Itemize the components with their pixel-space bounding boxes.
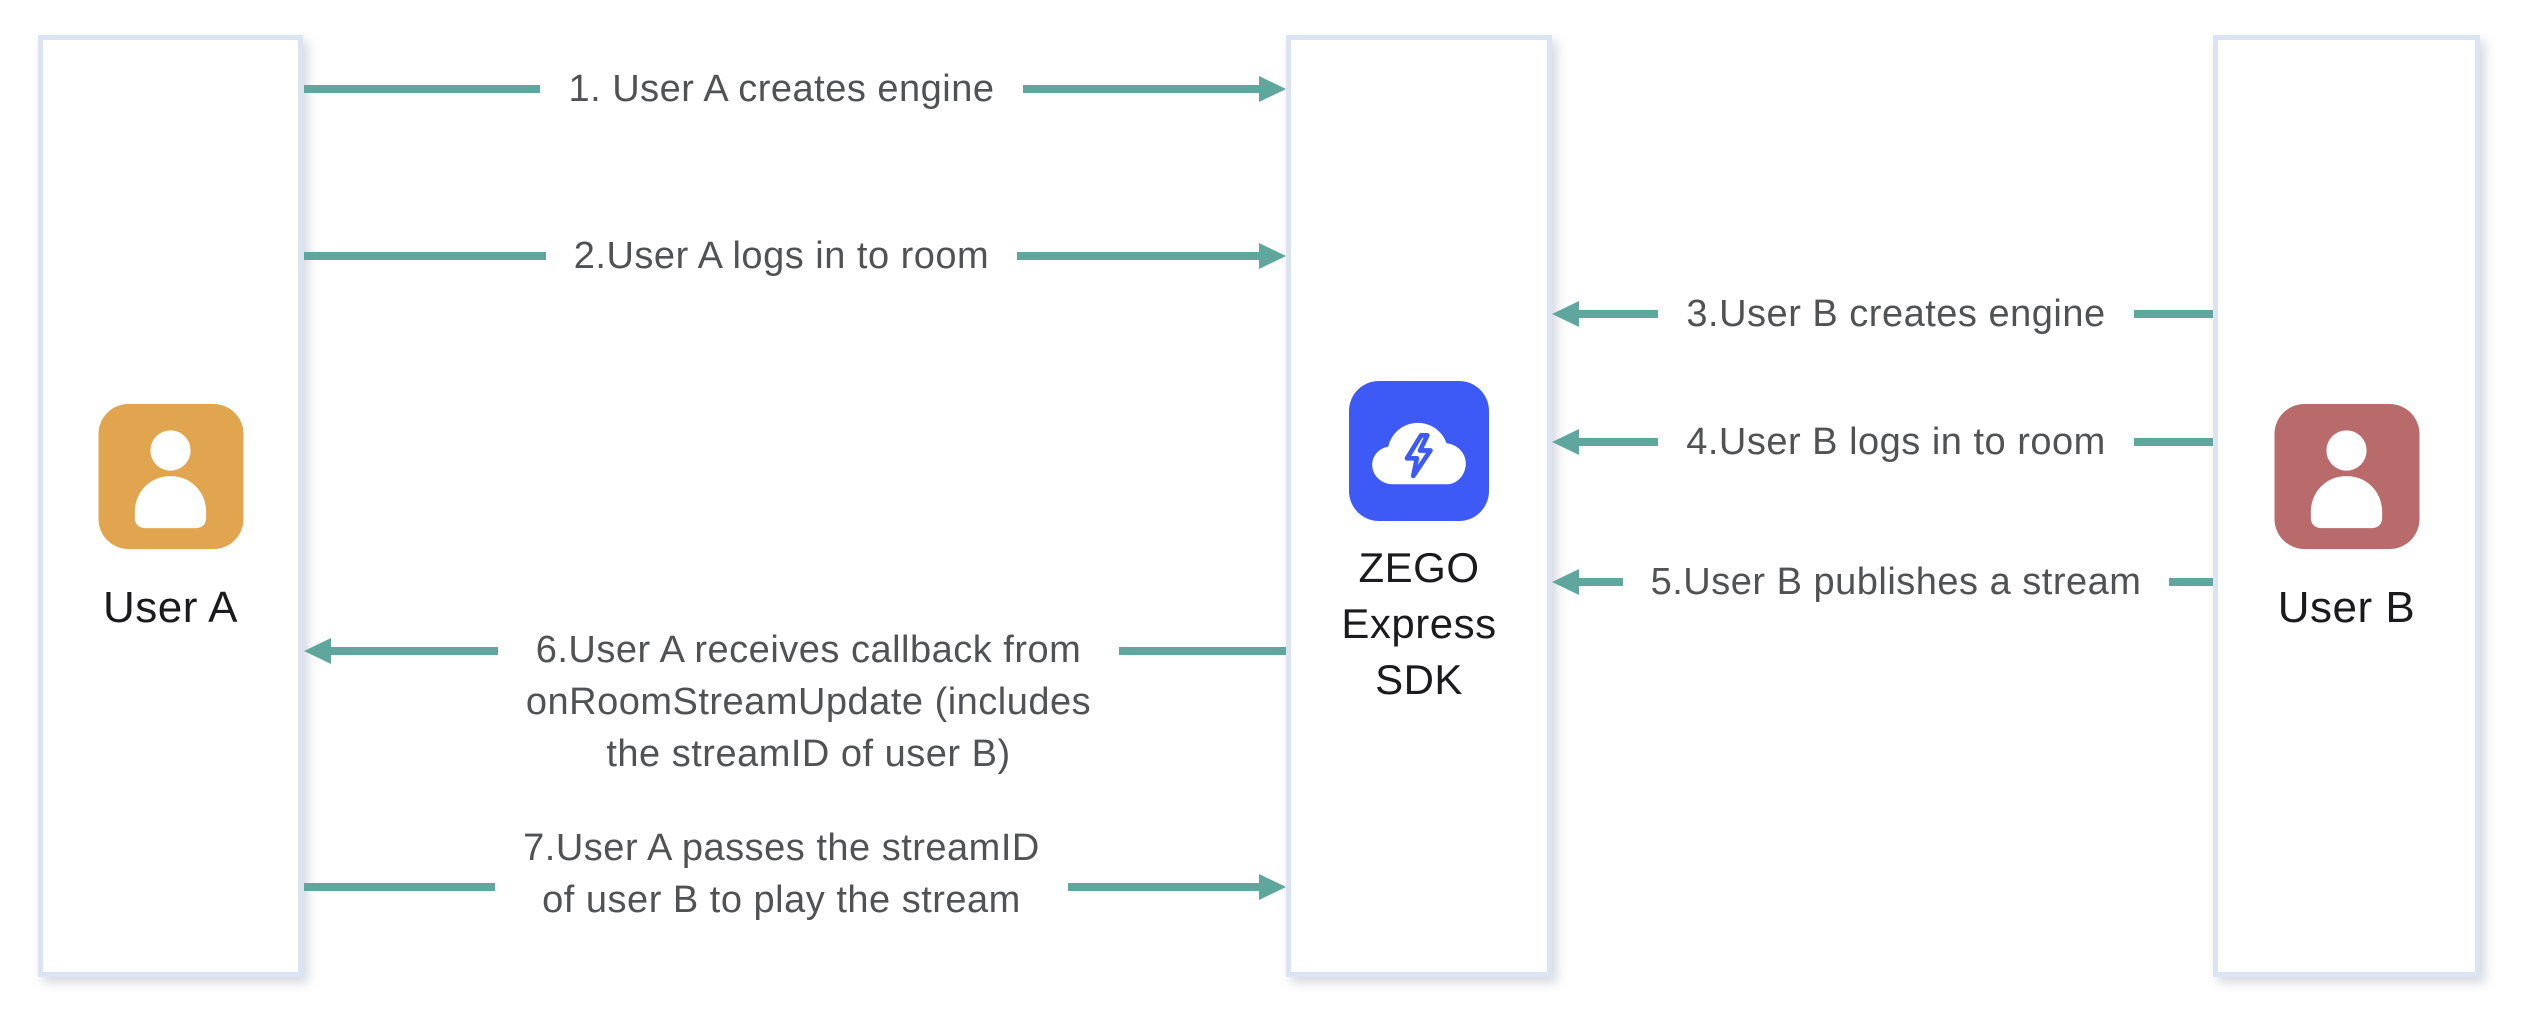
message-label: 7.User A passes the streamID of user B t…: [495, 822, 1068, 926]
sdk-label-line-1: ZEGO: [1358, 544, 1480, 591]
message-label: 6.User A receives callback from onRoomSt…: [498, 624, 1119, 780]
arrow-line: [1022, 85, 1259, 93]
message-label: 2.User A logs in to room: [573, 235, 990, 277]
arrowhead-left-icon: [304, 638, 331, 664]
arrow-line: [304, 85, 541, 93]
message-arrow-4: 4.User B logs in to room: [1552, 415, 2214, 469]
message-line-2: of user B to play the stream: [542, 879, 1021, 921]
arrowhead-right-icon: [1259, 243, 1287, 269]
sdk-label-line-2: Express: [1341, 600, 1497, 647]
message-line-1: 7.User A passes the streamID: [523, 827, 1040, 869]
actor-box-user-a: User A: [38, 35, 303, 977]
message-line-3: the streamID of user B): [606, 733, 1011, 775]
actor-label-user-a: User A: [102, 583, 239, 632]
message-arrow-1: 1. User A creates engine: [304, 62, 1286, 116]
arrowhead-left-icon: [1552, 301, 1579, 327]
arrowhead-right-icon: [1259, 76, 1286, 102]
arrow-line: [1119, 647, 1286, 655]
message-arrow-2: 2.User A logs in to room: [304, 229, 1287, 283]
message-arrow-5: 5.User B publishes a stream: [1552, 555, 2214, 609]
cloud-lightning-icon: [1372, 422, 1466, 485]
user-a-avatar: [98, 404, 243, 549]
actor-box-sdk: ZEGO Express SDK: [1286, 35, 1552, 977]
arrow-line: [304, 883, 496, 891]
actor-label-sdk: ZEGO Express SDK: [1291, 540, 1547, 708]
person-icon: [2310, 429, 2383, 528]
message-arrow-3: 3.User B creates engine: [1552, 287, 2214, 341]
arrowhead-left-icon: [1552, 569, 1579, 595]
message-label: 5.User B publishes a stream: [1650, 561, 2142, 603]
arrowhead-right-icon: [1259, 874, 1287, 900]
arrow-line: [331, 647, 498, 655]
arrow-line: [2133, 310, 2214, 318]
arrow-line: [1017, 252, 1260, 260]
arrow-line: [2133, 438, 2214, 446]
arrow-line: [1579, 310, 1659, 318]
message-label: 3.User B creates engine: [1686, 293, 2106, 335]
message-label: 1. User A creates engine: [568, 68, 995, 110]
actor-box-user-b: User B: [2213, 35, 2480, 977]
sdk-label-line-3: SDK: [1375, 656, 1463, 703]
arrow-line: [1579, 438, 1659, 446]
arrowhead-left-icon: [1552, 429, 1579, 455]
message-label: 4.User B logs in to room: [1686, 421, 2106, 463]
arrow-line: [304, 252, 546, 260]
message-line-1: 6.User A receives callback from: [535, 629, 1082, 671]
arrow-line: [1579, 578, 1623, 586]
message-arrow-6: 6.User A receives callback from onRoomSt…: [304, 624, 1286, 780]
arrow-line: [1067, 883, 1260, 891]
user-b-avatar: [2274, 404, 2419, 549]
sdk-avatar: [1349, 381, 1489, 521]
message-arrow-7: 7.User A passes the streamID of user B t…: [304, 822, 1287, 926]
message-line-2: onRoomStreamUpdate (includes: [525, 681, 1092, 723]
actor-label-user-b: User B: [2277, 583, 2416, 632]
arrow-line: [2169, 578, 2214, 586]
person-icon: [134, 429, 207, 528]
